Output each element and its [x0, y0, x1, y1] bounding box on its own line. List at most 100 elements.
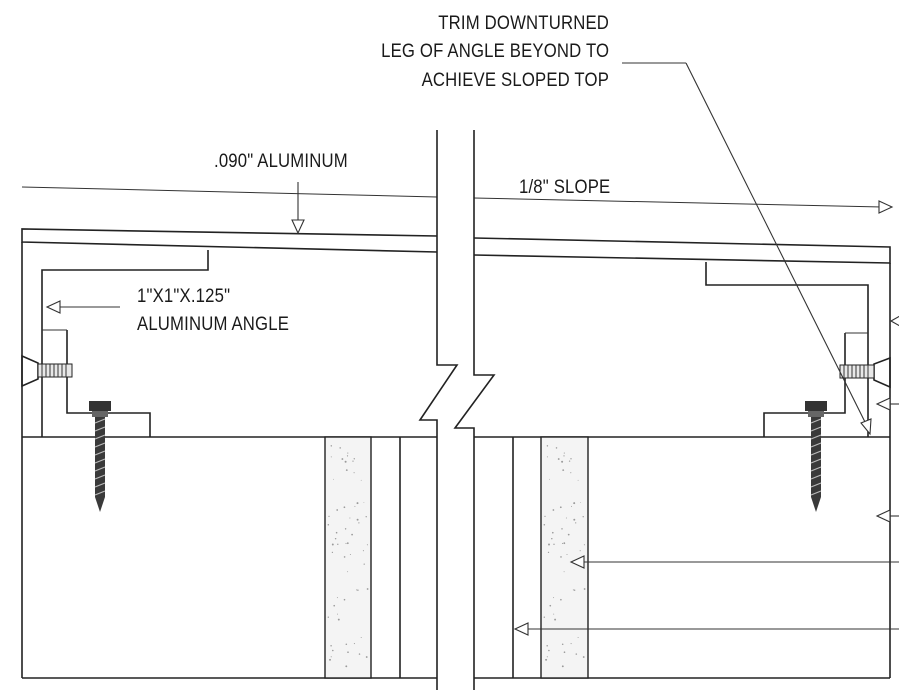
leader-aluminum-sheet — [291, 182, 305, 235]
insulation-speck — [543, 524, 546, 526]
insulation-speck — [561, 665, 564, 668]
insulation-speck — [561, 460, 564, 463]
insulation-speck — [349, 517, 351, 519]
insulation-speck — [549, 604, 552, 607]
insulation-speck — [356, 518, 359, 521]
insulation-speck — [353, 643, 355, 645]
insulation-speck — [351, 533, 353, 536]
insulation-speck — [562, 469, 565, 471]
insulation-speck — [341, 458, 344, 460]
insulation-speck — [337, 613, 338, 615]
insulation-speck — [563, 452, 565, 454]
insulation-speck — [347, 571, 349, 573]
insulation-speck — [330, 645, 332, 647]
leader-aluminum-angle — [45, 300, 120, 314]
anchor-bolt-right — [805, 401, 827, 512]
insulation-speck — [336, 597, 338, 599]
aluminum-sheet-cap — [21, 228, 891, 264]
insulation-speck — [354, 505, 356, 507]
insulation-speck — [555, 447, 558, 449]
insulation-speck — [329, 658, 331, 661]
insulation-speck — [365, 656, 368, 658]
insulation-speck — [358, 522, 360, 524]
aluminum-angle-left — [41, 250, 209, 437]
insulation-speck — [560, 556, 562, 558]
insulation-speck — [346, 542, 349, 545]
side-screw-left — [21, 354, 73, 388]
insulation-speck — [553, 543, 555, 545]
insulation-speck — [551, 537, 553, 540]
label-slope: 1/8" SLOPE — [519, 177, 611, 198]
insulation-speck — [575, 653, 578, 655]
insulation-speck — [365, 516, 367, 518]
insulation-speck — [570, 458, 572, 460]
insulation-speck — [551, 531, 554, 534]
insulation-speck — [568, 460, 571, 462]
insulation-speck — [347, 452, 349, 454]
insulation-speck — [333, 478, 334, 480]
insulation-speck — [362, 550, 364, 552]
insulation-speck — [327, 616, 329, 618]
insulation-speck — [554, 618, 557, 621]
insulation-speck — [334, 537, 337, 540]
insulation-speck — [357, 589, 359, 591]
insulation-speck — [545, 658, 548, 661]
insulation-speck — [563, 651, 566, 654]
insulation-speck — [353, 472, 355, 474]
insulation-speck — [331, 543, 334, 546]
insulation-speck — [582, 516, 584, 518]
wall-right — [474, 263, 891, 679]
aluminum-angle-right — [705, 262, 869, 437]
insulation-speck — [345, 469, 348, 471]
insulation-speck — [337, 543, 339, 545]
insulation-speck — [573, 518, 576, 521]
insulation-speck — [546, 456, 548, 458]
insulation-speck — [557, 458, 560, 460]
label-angle-line2: ALUMINUM ANGLE — [137, 314, 290, 335]
label-angle-line1: 1"X1"X.125" — [137, 286, 231, 307]
insulation-speck — [366, 588, 369, 590]
insulation-speck — [579, 550, 581, 552]
insulation-speck — [360, 637, 362, 638]
insulation-speck — [345, 665, 348, 668]
insulation-speck — [345, 643, 348, 645]
insulation-speck — [358, 653, 361, 655]
insulation-speck — [565, 517, 567, 519]
insulation-speck — [356, 589, 358, 591]
insulation-speck — [327, 524, 330, 526]
insulation-speck — [330, 456, 332, 458]
insulation-speck — [360, 479, 362, 481]
insulation-speck — [559, 506, 562, 509]
slope-arrowhead — [878, 200, 894, 214]
anchor-bolt-left — [89, 401, 111, 512]
label-trim-line3: ACHIEVE SLOPED TOP — [421, 70, 609, 91]
insulation-speck — [549, 478, 550, 480]
label-trim-line2: LEG OF ANGLE BEYOND TO — [380, 41, 609, 62]
slope-reference-line — [21, 186, 894, 214]
insulation-speck — [363, 563, 365, 565]
insulation-speck — [345, 542, 347, 544]
insulation-speck — [356, 502, 359, 505]
wall-layers-left — [324, 436, 401, 679]
insulation-speck — [336, 509, 339, 511]
insulation-speck — [363, 502, 365, 504]
insulation-speck — [575, 522, 577, 524]
insulation-speck — [346, 455, 349, 457]
label-aluminum-sheet: .090" ALUMINUM — [214, 151, 348, 172]
insulation-speck — [566, 553, 568, 556]
insulation-speck — [582, 656, 585, 658]
insulation-speck — [330, 656, 332, 658]
insulation-speck — [548, 543, 550, 546]
label-trim-line1: TRIM DOWNTURNED — [438, 13, 609, 34]
insulation-speck — [333, 604, 336, 607]
insulation-speck — [561, 542, 564, 544]
insulation-speck — [561, 643, 564, 645]
insulation-speck — [548, 649, 550, 652]
insulation-speck — [570, 643, 572, 645]
insulation-speck — [572, 589, 574, 591]
insulation-speck — [563, 455, 565, 457]
insulation-speck — [553, 597, 555, 599]
insulation-speck — [577, 479, 579, 481]
insulation-speck — [583, 588, 586, 590]
